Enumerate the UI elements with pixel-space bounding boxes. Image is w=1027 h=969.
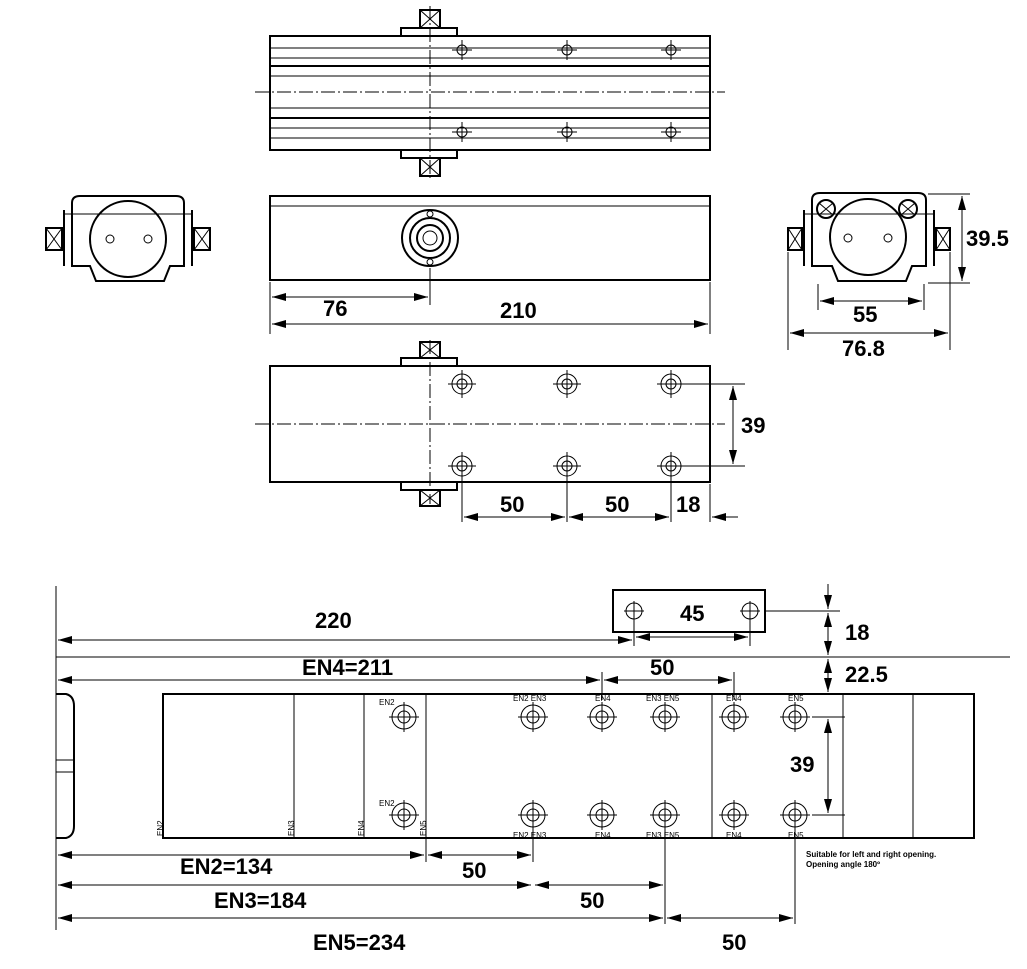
dimension-210: 210 bbox=[272, 282, 711, 334]
dimension-en3: EN3=184 50 bbox=[58, 828, 666, 924]
dimension-39-top: 39 bbox=[680, 383, 765, 467]
hole-label-en4-top-1: EN4 bbox=[595, 694, 611, 703]
dim-18-top-label: 18 bbox=[676, 492, 700, 517]
dimension-39-5: 39.5 bbox=[928, 193, 1009, 284]
edge-label-en4: EN4 bbox=[357, 820, 366, 836]
dim-50-a-label: 50 bbox=[500, 492, 524, 517]
dim-50-en3-label: 50 bbox=[580, 888, 604, 913]
note-line-1: Suitable for left and right opening. bbox=[806, 850, 936, 859]
hole-label-en5-bottom: EN5 bbox=[788, 831, 804, 840]
note-line-2: Opening angle 180º bbox=[806, 860, 880, 869]
dim-39-top-label: 39 bbox=[741, 413, 765, 438]
dimension-220: 220 bbox=[58, 608, 632, 644]
hole-label-en2-top: EN2 bbox=[379, 698, 395, 707]
edge-label-en3: EN3 bbox=[287, 820, 296, 836]
dim-55-label: 55 bbox=[853, 302, 877, 327]
dimension-39: 39 bbox=[790, 716, 845, 816]
dim-50-en2-label: 50 bbox=[462, 858, 486, 883]
dim-en2-label: EN2=134 bbox=[180, 854, 273, 879]
left-side-view bbox=[45, 195, 211, 282]
dim-en5-label: EN5=234 bbox=[313, 930, 406, 955]
arm-shoe: 45 bbox=[612, 589, 840, 646]
mounting-view bbox=[255, 340, 725, 507]
dim-210-label: 210 bbox=[500, 298, 537, 323]
dim-45-label: 45 bbox=[680, 601, 704, 626]
mounting-template: EN2 EN2 EN2 EN3 EN2 EN3 EN4 EN4 EN3 EN5 … bbox=[156, 693, 975, 840]
dimension-en4: EN4=211 50 bbox=[58, 655, 735, 700]
dim-50-en4-label: 50 bbox=[650, 655, 674, 680]
dim-39-5-label: 39.5 bbox=[966, 226, 1009, 251]
hole-label-en2-bottom: EN2 bbox=[379, 799, 395, 808]
note: Suitable for left and right opening. Ope… bbox=[806, 850, 936, 869]
hole-label-en3en5-top: EN3 EN5 bbox=[646, 694, 680, 703]
right-side-view bbox=[787, 192, 951, 282]
dim-220-label: 220 bbox=[315, 608, 352, 633]
front-view bbox=[269, 195, 711, 281]
door-frame-profile bbox=[55, 586, 1010, 930]
dim-50-en5-label: 50 bbox=[722, 930, 746, 955]
dim-22-5-label: 22.5 bbox=[845, 662, 888, 687]
dim-18-label: 18 bbox=[845, 620, 869, 645]
hole-label-en2en3-bottom: EN2 EN3 bbox=[513, 831, 547, 840]
dimension-50-50-18: 50 50 18 bbox=[461, 478, 738, 522]
hole-label-en4-bottom-1: EN4 bbox=[595, 831, 611, 840]
edge-label-en5: EN5 bbox=[419, 820, 428, 836]
dimension-en2: EN2=134 50 bbox=[58, 828, 534, 883]
hole-label-en5-top: EN5 bbox=[788, 694, 804, 703]
dim-39-label: 39 bbox=[790, 752, 814, 777]
edge-label-en2: EN2 bbox=[156, 820, 165, 836]
hole-label-en4-bottom-2: EN4 bbox=[726, 831, 742, 840]
hole-label-en3en5-bottom: EN3 EN5 bbox=[646, 831, 680, 840]
dimension-55: 55 bbox=[817, 284, 925, 327]
dim-en4-label: EN4=211 bbox=[302, 655, 393, 680]
dim-76-8-label: 76.8 bbox=[842, 336, 885, 361]
dimension-en5: EN5=234 50 bbox=[58, 828, 796, 955]
dimension-18-22-5: 18 22.5 bbox=[824, 584, 888, 692]
dim-en3-label: EN3=184 bbox=[214, 888, 307, 913]
dim-76-label: 76 bbox=[323, 296, 347, 321]
dimension-76-8: 76.8 bbox=[787, 252, 951, 361]
hole-label-en2en3-top: EN2 EN3 bbox=[513, 694, 547, 703]
dim-50-b-label: 50 bbox=[605, 492, 629, 517]
dimension-76: 76 bbox=[269, 268, 431, 334]
top-view bbox=[255, 6, 725, 178]
